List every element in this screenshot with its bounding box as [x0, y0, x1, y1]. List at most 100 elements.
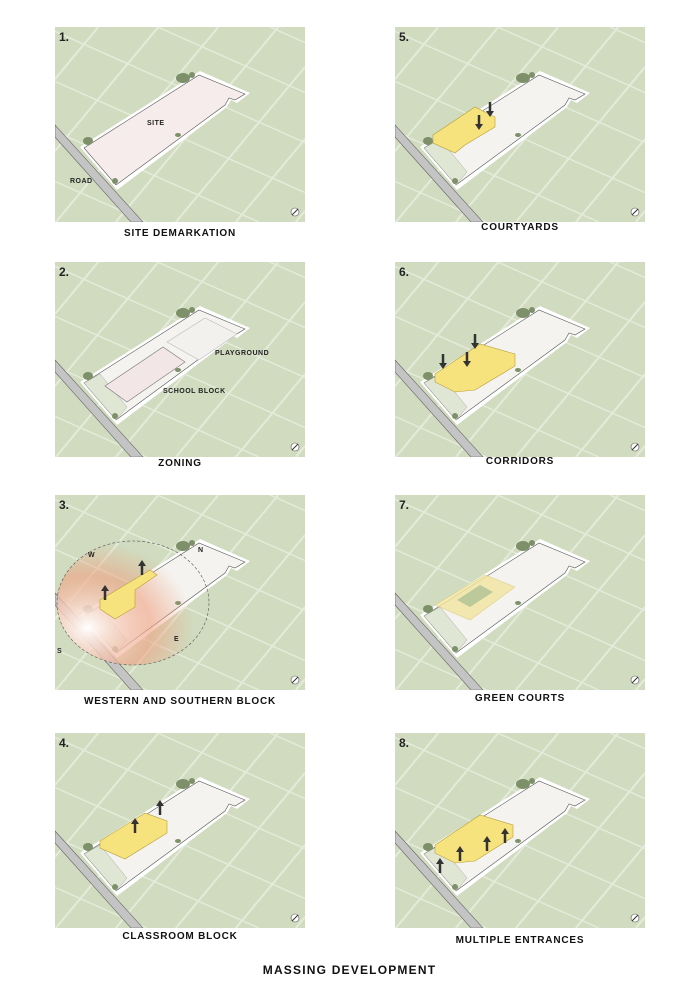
- site-diagram: [395, 27, 645, 222]
- buffer-zone: [423, 844, 468, 892]
- north-arrow-icon: [630, 675, 640, 685]
- road: [395, 359, 484, 457]
- tree-icon: [112, 178, 118, 184]
- road: [55, 830, 144, 928]
- panel-number: 4.: [59, 736, 70, 750]
- road: [395, 592, 484, 690]
- arrow-icon: [483, 836, 491, 851]
- tree-icon: [516, 779, 530, 789]
- sun-north-label: N: [198, 547, 204, 554]
- arrow-icon: [501, 828, 509, 843]
- building-block: [99, 812, 168, 860]
- road: [395, 830, 484, 928]
- tree-icon: [423, 605, 433, 613]
- north-arrow-icon: [630, 442, 640, 452]
- arrow-icon: [439, 354, 447, 369]
- site-diagram: [55, 27, 305, 222]
- sun-west-label: W: [88, 552, 96, 559]
- caption-5: COURTYARDS: [481, 222, 559, 233]
- panel-number: 8.: [399, 736, 410, 750]
- tree-icon: [423, 137, 433, 145]
- arrow-icon: [486, 102, 494, 117]
- north-arrow-icon: [630, 207, 640, 217]
- buffer-zone: [83, 373, 128, 421]
- site-label: SITE: [147, 120, 165, 127]
- north-arrow-icon: [290, 675, 300, 685]
- tree-icon: [452, 413, 458, 419]
- road-label: ROAD: [70, 178, 93, 185]
- north-arrow-icon: [630, 913, 640, 923]
- sun-east-label: E: [174, 636, 180, 643]
- road: [395, 124, 484, 222]
- playground-label: PLAYGROUND: [215, 350, 270, 357]
- road: [55, 124, 144, 222]
- tree-icon: [452, 178, 458, 184]
- panel-1: 1. SITE ROAD: [55, 27, 305, 222]
- panel-number: 6.: [399, 265, 410, 279]
- site: [423, 542, 586, 654]
- site-diagram: [395, 733, 645, 928]
- tree-icon: [423, 372, 433, 380]
- caption-4: CLASSROOM BLOCK: [122, 931, 238, 942]
- tree-icon: [452, 884, 458, 890]
- building-block: [434, 343, 516, 393]
- building-block: [434, 814, 514, 864]
- caption-3: WESTERN AND SOUTHERN BLOCK: [83, 696, 277, 707]
- buffer-zone: [423, 373, 468, 421]
- north-arrow-icon: [290, 442, 300, 452]
- tree-icon: [516, 73, 530, 83]
- panel-number: 2.: [59, 265, 70, 279]
- site-diagram: [395, 495, 645, 690]
- school-block-label: SCHOOL BLOCK: [163, 388, 226, 395]
- site-diagram: [55, 733, 305, 928]
- panel-2: 2. PLAYGROUND SCHOOL BLOCK: [55, 262, 305, 457]
- arrow-icon: [131, 818, 139, 833]
- buffer-zone: [83, 844, 128, 892]
- site-diagram: [395, 262, 645, 457]
- tree-icon: [176, 779, 190, 789]
- panel-3: 3. W N E S: [55, 495, 305, 690]
- panel-number: 7.: [399, 498, 410, 512]
- arrow-icon: [456, 846, 464, 861]
- road: [55, 359, 144, 457]
- north-arrow-icon: [290, 913, 300, 923]
- arrow-icon: [156, 800, 164, 815]
- sun-south-label: S: [57, 648, 63, 655]
- tree-icon: [112, 884, 118, 890]
- arrow-icon: [101, 585, 109, 600]
- arrow-icon: [138, 560, 146, 575]
- tree-icon: [83, 372, 93, 380]
- north-arrow-icon: [290, 207, 300, 217]
- tree-icon: [452, 646, 458, 652]
- site-diagram: [55, 262, 305, 457]
- tree-icon: [83, 843, 93, 851]
- page-title: MASSING DEVELOPMENT: [262, 963, 437, 977]
- site: [83, 74, 246, 186]
- tree-icon: [112, 413, 118, 419]
- tree-icon: [176, 541, 190, 551]
- arrow-icon: [463, 352, 471, 367]
- panel-4: 4.: [55, 733, 305, 928]
- site-diagram: [55, 495, 305, 690]
- panel-8: 8.: [395, 733, 645, 928]
- tree-icon: [83, 137, 93, 145]
- caption-7: GREEN COURTS: [474, 693, 566, 704]
- caption-2: ZONING: [158, 458, 202, 469]
- caption-6: CORRIDORS: [485, 456, 555, 467]
- arrow-icon: [471, 334, 479, 349]
- site: [83, 780, 246, 892]
- tree-icon: [423, 843, 433, 851]
- buffer-zone: [423, 606, 468, 654]
- caption-8: MULTIPLE ENTRANCES: [455, 935, 585, 946]
- panel-number: 3.: [59, 498, 70, 512]
- panel-number: 1.: [59, 30, 70, 44]
- tree-icon: [516, 308, 530, 318]
- tree-icon: [176, 308, 190, 318]
- panel-7: 7.: [395, 495, 645, 690]
- site: [423, 74, 586, 186]
- tree-icon: [516, 541, 530, 551]
- tree-icon: [176, 73, 190, 83]
- arrow-icon: [436, 858, 444, 873]
- building-block: [99, 569, 158, 620]
- caption-1: SITE DEMARKATION: [123, 228, 237, 239]
